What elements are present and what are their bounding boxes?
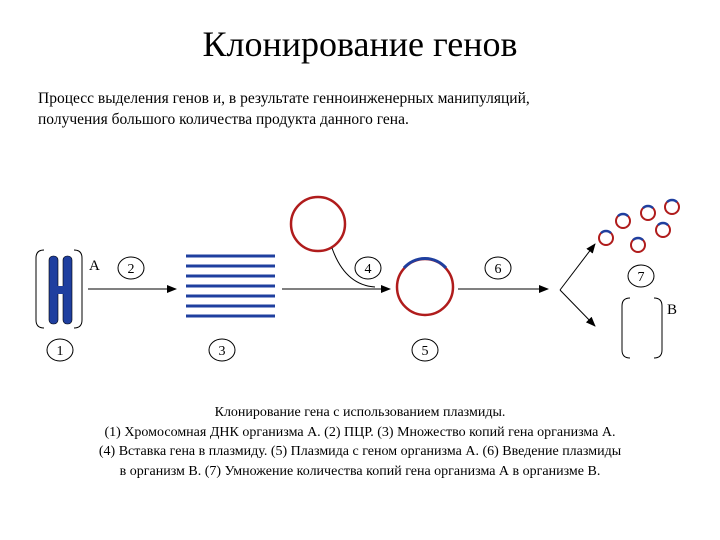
arrow-branch-up xyxy=(560,244,595,290)
label-organism-a: A xyxy=(89,258,100,274)
plasmid-copy-1 xyxy=(616,214,630,228)
chromosome xyxy=(49,256,72,324)
plasmid-copy-4 xyxy=(599,231,613,245)
step-2-number: 2 xyxy=(128,262,135,277)
cell-a-right-bracket xyxy=(74,250,82,328)
recombinant-plasmid xyxy=(397,259,453,315)
step-1-number: 1 xyxy=(57,344,64,359)
figure-caption: Клонирование гена с использованием плазм… xyxy=(20,403,700,481)
label-organism-b: B xyxy=(667,302,677,318)
plasmid-copies xyxy=(599,200,679,252)
step-4-number: 4 xyxy=(365,262,372,277)
arrow-branch-down xyxy=(560,290,595,326)
caption-line-4: в организм В. (7) Умножение количества к… xyxy=(20,462,700,482)
gene-copies xyxy=(186,256,275,316)
step-5-number: 5 xyxy=(422,344,429,359)
caption-line-1: Клонирование гена с использованием плазм… xyxy=(20,403,700,423)
cell-a-left-bracket xyxy=(36,250,44,328)
plasmid-copy-5 xyxy=(631,238,645,252)
plasmid-copy-6 xyxy=(656,223,670,237)
step-6-number: 6 xyxy=(495,262,502,277)
caption-line-2: (1) Хромосомная ДНК организма А. (2) ПЦР… xyxy=(20,423,700,443)
step-3-number: 3 xyxy=(219,344,226,359)
step-7-number: 7 xyxy=(638,270,645,285)
caption-line-3: (4) Вставка гена в плазмиду. (5) Плазмид… xyxy=(20,442,700,462)
empty-plasmid xyxy=(291,197,345,251)
cell-b-right-bracket xyxy=(654,298,662,358)
cell-b-left-bracket xyxy=(622,298,630,358)
plasmid-copy-2 xyxy=(641,206,655,220)
plasmid-copy-3 xyxy=(665,200,679,214)
